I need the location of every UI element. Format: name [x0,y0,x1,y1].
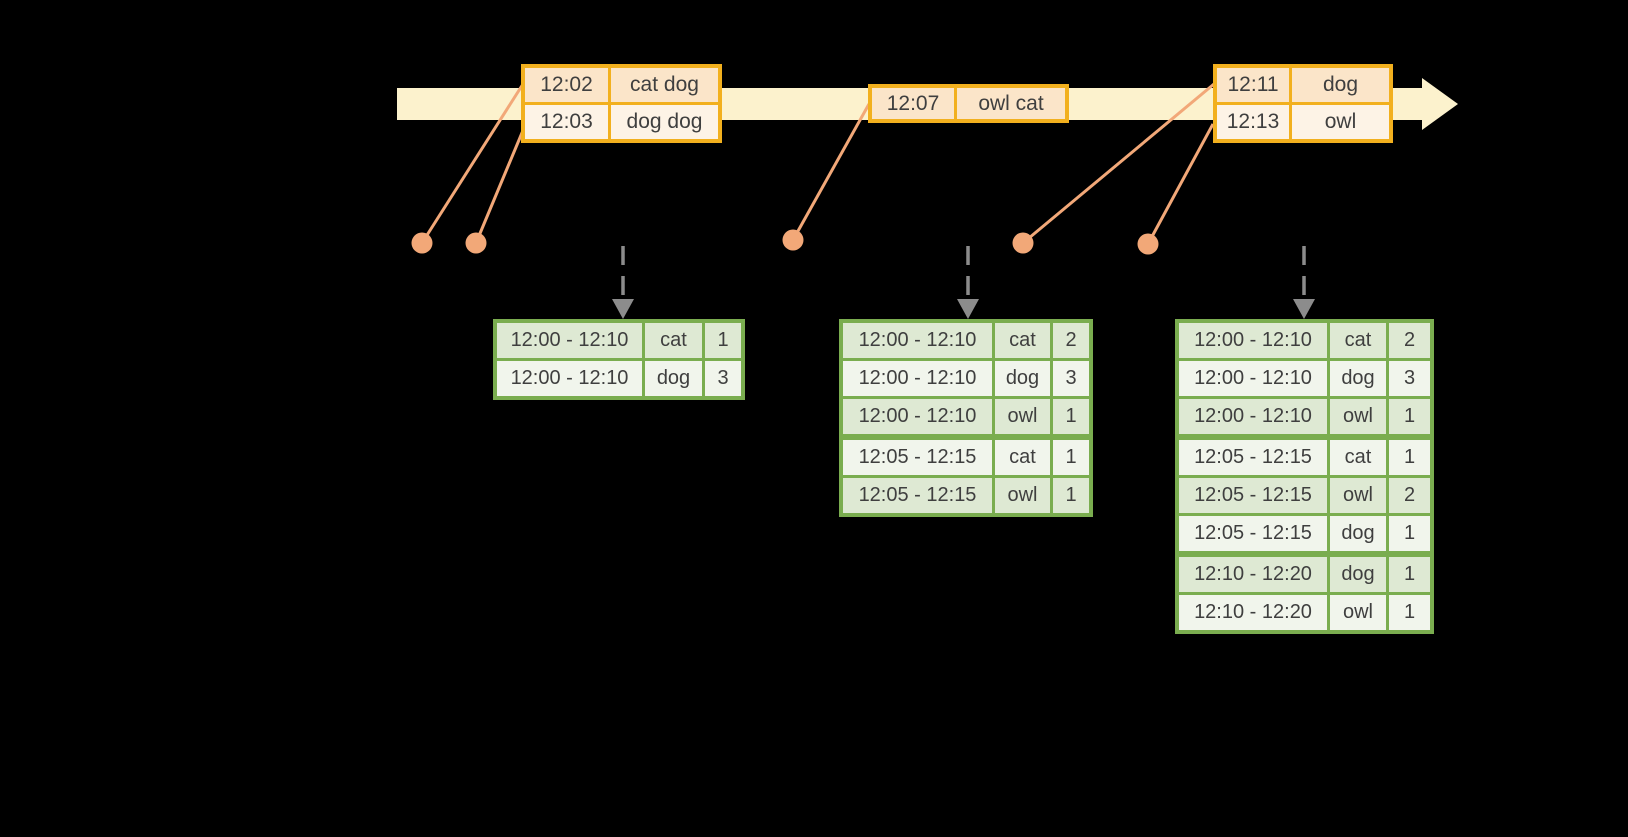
window-group: 12:05 - 12:15 cat 1 12:05 - 12:15 owl 2 … [1179,440,1430,551]
window-cell: 12:00 - 12:10 [1179,323,1327,358]
down-arrowhead-icon [957,299,979,319]
window-cell: 12:00 - 12:10 [843,361,992,396]
window-group: 12:05 - 12:15 cat 1 12:05 - 12:15 owl 1 [843,440,1089,513]
window-cell: 12:05 - 12:15 [843,478,992,513]
connector-line [474,127,526,244]
connector-lines [420,82,1215,245]
count-cell: 3 [1053,361,1089,396]
connector-line [420,83,525,244]
event-time: 12:07 [872,88,954,119]
trigger-arrowheads [612,299,1315,319]
window-cell: 12:00 - 12:10 [1179,399,1327,434]
window-cell: 12:05 - 12:15 [1179,478,1327,513]
word-cell: owl [995,399,1050,434]
event-table-3: 12:11 dog 12:13 owl [1213,64,1393,143]
window-cell: 12:10 - 12:20 [1179,557,1327,592]
count-cell: 2 [1389,478,1430,513]
event-words: dog [1292,68,1389,102]
window-group: 12:00 - 12:10 cat 2 12:00 - 12:10 dog 3 … [843,323,1089,434]
word-cell: cat [645,323,702,358]
event-time: 12:02 [525,68,608,102]
connector-line [791,103,871,241]
down-arrowhead-icon [1293,299,1315,319]
word-cell: owl [1330,595,1386,630]
word-cell: dog [1330,557,1386,592]
event-words: owl cat [957,88,1065,119]
event-words: owl [1292,105,1389,139]
count-cell: 1 [1053,399,1089,434]
count-cell: 3 [705,361,741,396]
count-cell: 1 [1389,440,1430,475]
window-group: 12:00 - 12:10 cat 1 12:00 - 12:10 dog 3 [497,323,741,396]
event-dot-icon [465,232,487,254]
event-dot-icon [1137,233,1159,255]
event-table-2: 12:07 owl cat [868,84,1069,123]
timeline-arrow-icon [1422,78,1458,130]
event-time: 12:11 [1217,68,1289,102]
event-table-1: 12:02 cat dog 12:03 dog dog [521,64,722,143]
count-cell: 1 [1053,440,1089,475]
count-cell: 1 [1389,595,1430,630]
window-cell: 12:05 - 12:15 [843,440,992,475]
word-cell: dog [645,361,702,396]
count-cell: 1 [1389,557,1430,592]
window-cell: 12:05 - 12:15 [1179,440,1327,475]
count-cell: 1 [705,323,741,358]
window-cell: 12:00 - 12:10 [843,323,992,358]
window-cell: 12:00 - 12:10 [497,323,642,358]
event-time: 12:13 [1217,105,1289,139]
word-cell: cat [995,440,1050,475]
event-dot-icon [782,229,804,251]
event-dot-icon [411,232,433,254]
window-cell: 12:05 - 12:15 [1179,516,1327,551]
window-cell: 12:00 - 12:10 [1179,361,1327,396]
word-cell: cat [995,323,1050,358]
connector-line [1146,123,1215,245]
word-cell: dog [1330,361,1386,396]
event-time: 12:03 [525,105,608,139]
result-table-3: 12:00 - 12:10 cat 2 12:00 - 12:10 dog 3 … [1175,319,1434,634]
word-cell: dog [995,361,1050,396]
count-cell: 3 [1389,361,1430,396]
count-cell: 1 [1389,399,1430,434]
window-cell: 12:00 - 12:10 [843,399,992,434]
event-dot-icon [1012,232,1034,254]
trigger-arrows [621,246,1306,301]
down-arrowhead-icon [612,299,634,319]
word-cell: owl [1330,399,1386,434]
window-group: 12:00 - 12:10 cat 2 12:00 - 12:10 dog 3 … [1179,323,1430,434]
word-cell: owl [1330,478,1386,513]
count-cell: 2 [1053,323,1089,358]
word-cell: dog [1330,516,1386,551]
event-dots [411,229,1159,255]
event-words: dog dog [611,105,718,139]
count-cell: 2 [1389,323,1430,358]
window-cell: 12:00 - 12:10 [497,361,642,396]
connector-line [1022,82,1215,245]
word-cell: cat [1330,440,1386,475]
word-cell: owl [995,478,1050,513]
window-group: 12:10 - 12:20 dog 1 12:10 - 12:20 owl 1 [1179,557,1430,630]
result-table-1: 12:00 - 12:10 cat 1 12:00 - 12:10 dog 3 [493,319,745,400]
result-table-2: 12:00 - 12:10 cat 2 12:00 - 12:10 dog 3 … [839,319,1093,517]
window-cell: 12:10 - 12:20 [1179,595,1327,630]
count-cell: 1 [1053,478,1089,513]
word-cell: cat [1330,323,1386,358]
count-cell: 1 [1389,516,1430,551]
event-words: cat dog [611,68,718,102]
